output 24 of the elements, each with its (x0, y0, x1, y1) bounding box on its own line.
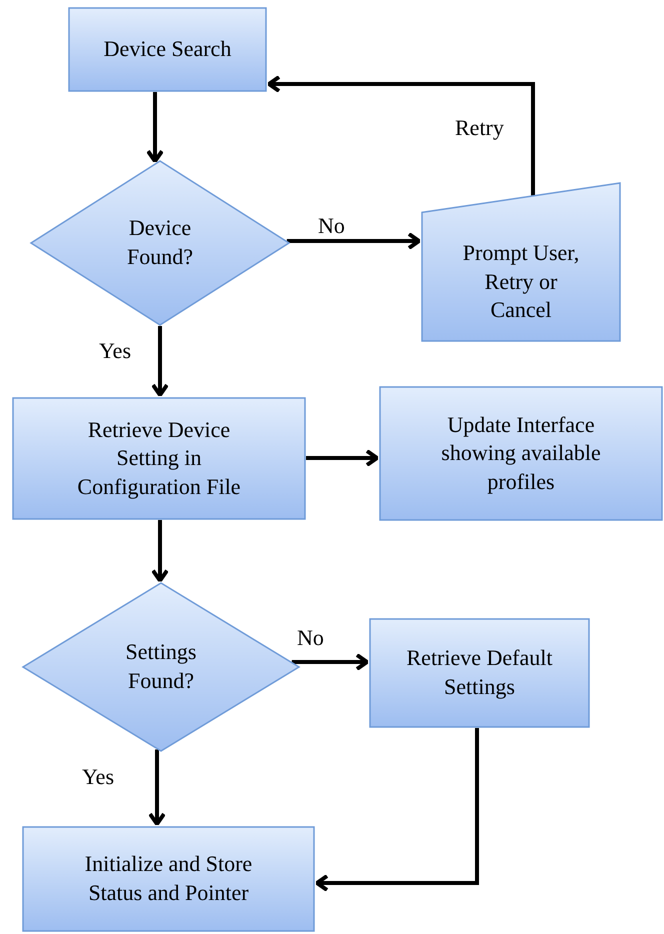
arrow (267, 75, 535, 196)
arrow (151, 520, 169, 583)
arrow (306, 449, 379, 467)
arrow (148, 750, 166, 826)
node-label: Device Found? (126, 214, 194, 271)
arrow (286, 232, 421, 250)
node-label: Initialize and Store Status and Pointer (84, 850, 254, 907)
node-label: Settings Found? (124, 638, 198, 695)
arrow (151, 326, 169, 397)
node-label: Retrieve Default Settings (406, 644, 554, 701)
process-box (12, 397, 306, 520)
arrow (292, 653, 369, 671)
node-label: Update Interface showing available profiles (440, 410, 602, 496)
node-label: Device Search (104, 35, 232, 64)
process-box (68, 7, 267, 92)
process-box (379, 386, 663, 521)
decision-diamond (30, 160, 290, 326)
node-label: Prompt User, Retry or Cancel (462, 239, 580, 324)
arrow (315, 728, 479, 892)
node-label: Retrieve Device Setting in Configuration File (76, 416, 242, 501)
process-box (369, 618, 590, 728)
arrow (146, 92, 164, 164)
manual-input-shape (421, 182, 621, 342)
process-box (22, 826, 315, 932)
